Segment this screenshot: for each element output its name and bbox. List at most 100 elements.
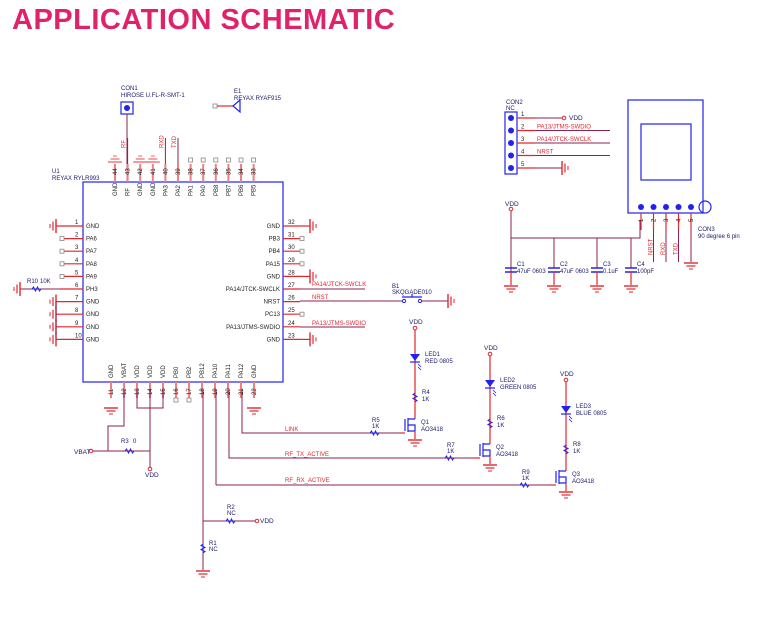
pin-number: 2 (75, 233, 79, 239)
pin-name: VDD (135, 365, 141, 378)
led-part: RED 0805 (425, 359, 453, 365)
pin-name: PA14/JTCK-SWCLK (226, 287, 280, 293)
led-driver-group: VDDLED1RED 0805R41KQ1AO3418R51KVDDLED2GR… (370, 319, 607, 498)
pin-number: 44 (113, 168, 119, 175)
pin-number: 27 (288, 283, 295, 289)
ground-icon (50, 332, 56, 346)
pin-number: 16 (174, 388, 180, 395)
mosfet-ref: Q1 (421, 420, 430, 426)
resistor-ref: R8 (573, 442, 581, 448)
b1-reset-button: B1 SKQGADE010 (392, 284, 454, 308)
r3-ref: R3 (121, 439, 129, 445)
resistor-value: 1K (372, 424, 379, 430)
pin-number: 30 (288, 245, 295, 251)
capacitor-ref: C1 (517, 262, 525, 268)
pin-number: 36 (214, 168, 220, 175)
no-connect-icon (187, 398, 191, 402)
capacitor-value: 0.1uF (603, 269, 619, 275)
pin-number: 3 (521, 137, 525, 143)
pin-name: PB7 (226, 184, 232, 196)
pin-name: VDD (161, 365, 167, 378)
vdd-label: VDD (409, 319, 423, 326)
ground-icon (50, 307, 56, 321)
pin-name: GND (86, 325, 100, 331)
ground-icon (562, 161, 568, 175)
pin-name: PA6 (86, 237, 98, 243)
pin-name: PB4 (269, 249, 281, 255)
resistor-value: 1K (573, 449, 580, 455)
pin-name: GND (86, 300, 100, 306)
pin-name: PB12 (200, 363, 206, 378)
pin-dot (508, 165, 514, 171)
pin-name: GND (86, 337, 100, 343)
pin-dot (688, 204, 694, 210)
pin-number: 33 (252, 168, 258, 175)
led-driver: VDDLED2GREEN 0805R61KQ2AO3418R71K (445, 345, 537, 471)
no-connect-icon (300, 249, 304, 253)
u1-bottom-pins: 11GND12VBAT13VDD14VDD15VDD16PB017PB218PB… (104, 362, 261, 414)
pin-number: 4 (521, 150, 525, 156)
pin-number: 4 (677, 218, 683, 222)
pin-dot (508, 115, 514, 121)
net-swclk-label: PA14/JTCK-SWCLK (312, 282, 366, 288)
vdd-label: VDD (484, 345, 498, 352)
pin-name: PH3 (86, 287, 98, 293)
net-rftx-label: RF_TX_ACTIVE (285, 452, 329, 458)
pin-number: 3 (664, 218, 670, 222)
ground-icon (104, 408, 118, 414)
pin-name: VDD (148, 365, 154, 378)
net-link-label: LINK (285, 427, 298, 433)
pin-name: PB3 (269, 237, 281, 243)
pin-number: 24 (288, 321, 295, 327)
ground-icon (50, 295, 56, 309)
ground-icon (310, 332, 316, 346)
no-connect-icon (214, 158, 218, 162)
pin-name: GND (267, 224, 281, 230)
ground-icon (483, 465, 497, 471)
resistor-value: 1K (422, 397, 429, 403)
pin-name: GND (267, 274, 281, 280)
no-connect-icon (300, 237, 304, 241)
ground-icon (624, 286, 638, 292)
pin-number: 5 (689, 218, 695, 222)
net-label: NRST (537, 150, 554, 156)
pin-name: GND (252, 364, 258, 378)
pin-number: 25 (288, 308, 295, 314)
pin-number: 23 (288, 333, 295, 339)
pin-name: GND (267, 337, 281, 343)
no-connect-icon (300, 312, 304, 316)
ground-icon (408, 440, 422, 446)
vdd-label-r2: VDD (260, 518, 274, 525)
net-label: TXD (172, 135, 178, 148)
pin-name: GND (86, 224, 100, 230)
vdd-label: VDD (560, 371, 574, 378)
net-label: TXD (674, 242, 680, 255)
capacitor-ref: C3 (603, 262, 611, 268)
pin-name: PA15 (266, 262, 281, 268)
r3-value: 0 (133, 439, 137, 445)
pin-name: PB0 (174, 366, 180, 378)
r10-ref: R10 (27, 279, 39, 285)
led-ref: LED2 (500, 378, 516, 384)
pin-number: 13 (135, 388, 141, 395)
net-label: RXD (661, 242, 667, 255)
pin-dot (508, 140, 514, 146)
pin-name: PA12 (239, 363, 245, 378)
pin-name: RF (126, 188, 132, 196)
led-icon (410, 354, 420, 361)
e1-antenna: E1 REYAX RYAF915 (213, 89, 282, 112)
no-connect-icon (174, 398, 178, 402)
pin-name: PB6 (239, 184, 245, 196)
u1-part: REYAX RYLR993 (52, 176, 100, 182)
pin-number: 5 (521, 162, 525, 168)
pin-number: 35 (226, 168, 232, 175)
pin-name: PA1 (189, 184, 195, 196)
no-connect-icon (60, 249, 64, 253)
pin-number: 7 (75, 296, 79, 302)
led-ref: LED3 (576, 404, 592, 410)
vdd-label-r3: VDD (145, 472, 159, 479)
no-connect-icon (300, 262, 304, 266)
led-icon (561, 406, 571, 413)
con2-pins: 1VDD2PA13/JTMS-SWDIO3PA14/JTCK-SWCLK4NRS… (508, 112, 610, 175)
r1-value: NC (209, 547, 218, 553)
